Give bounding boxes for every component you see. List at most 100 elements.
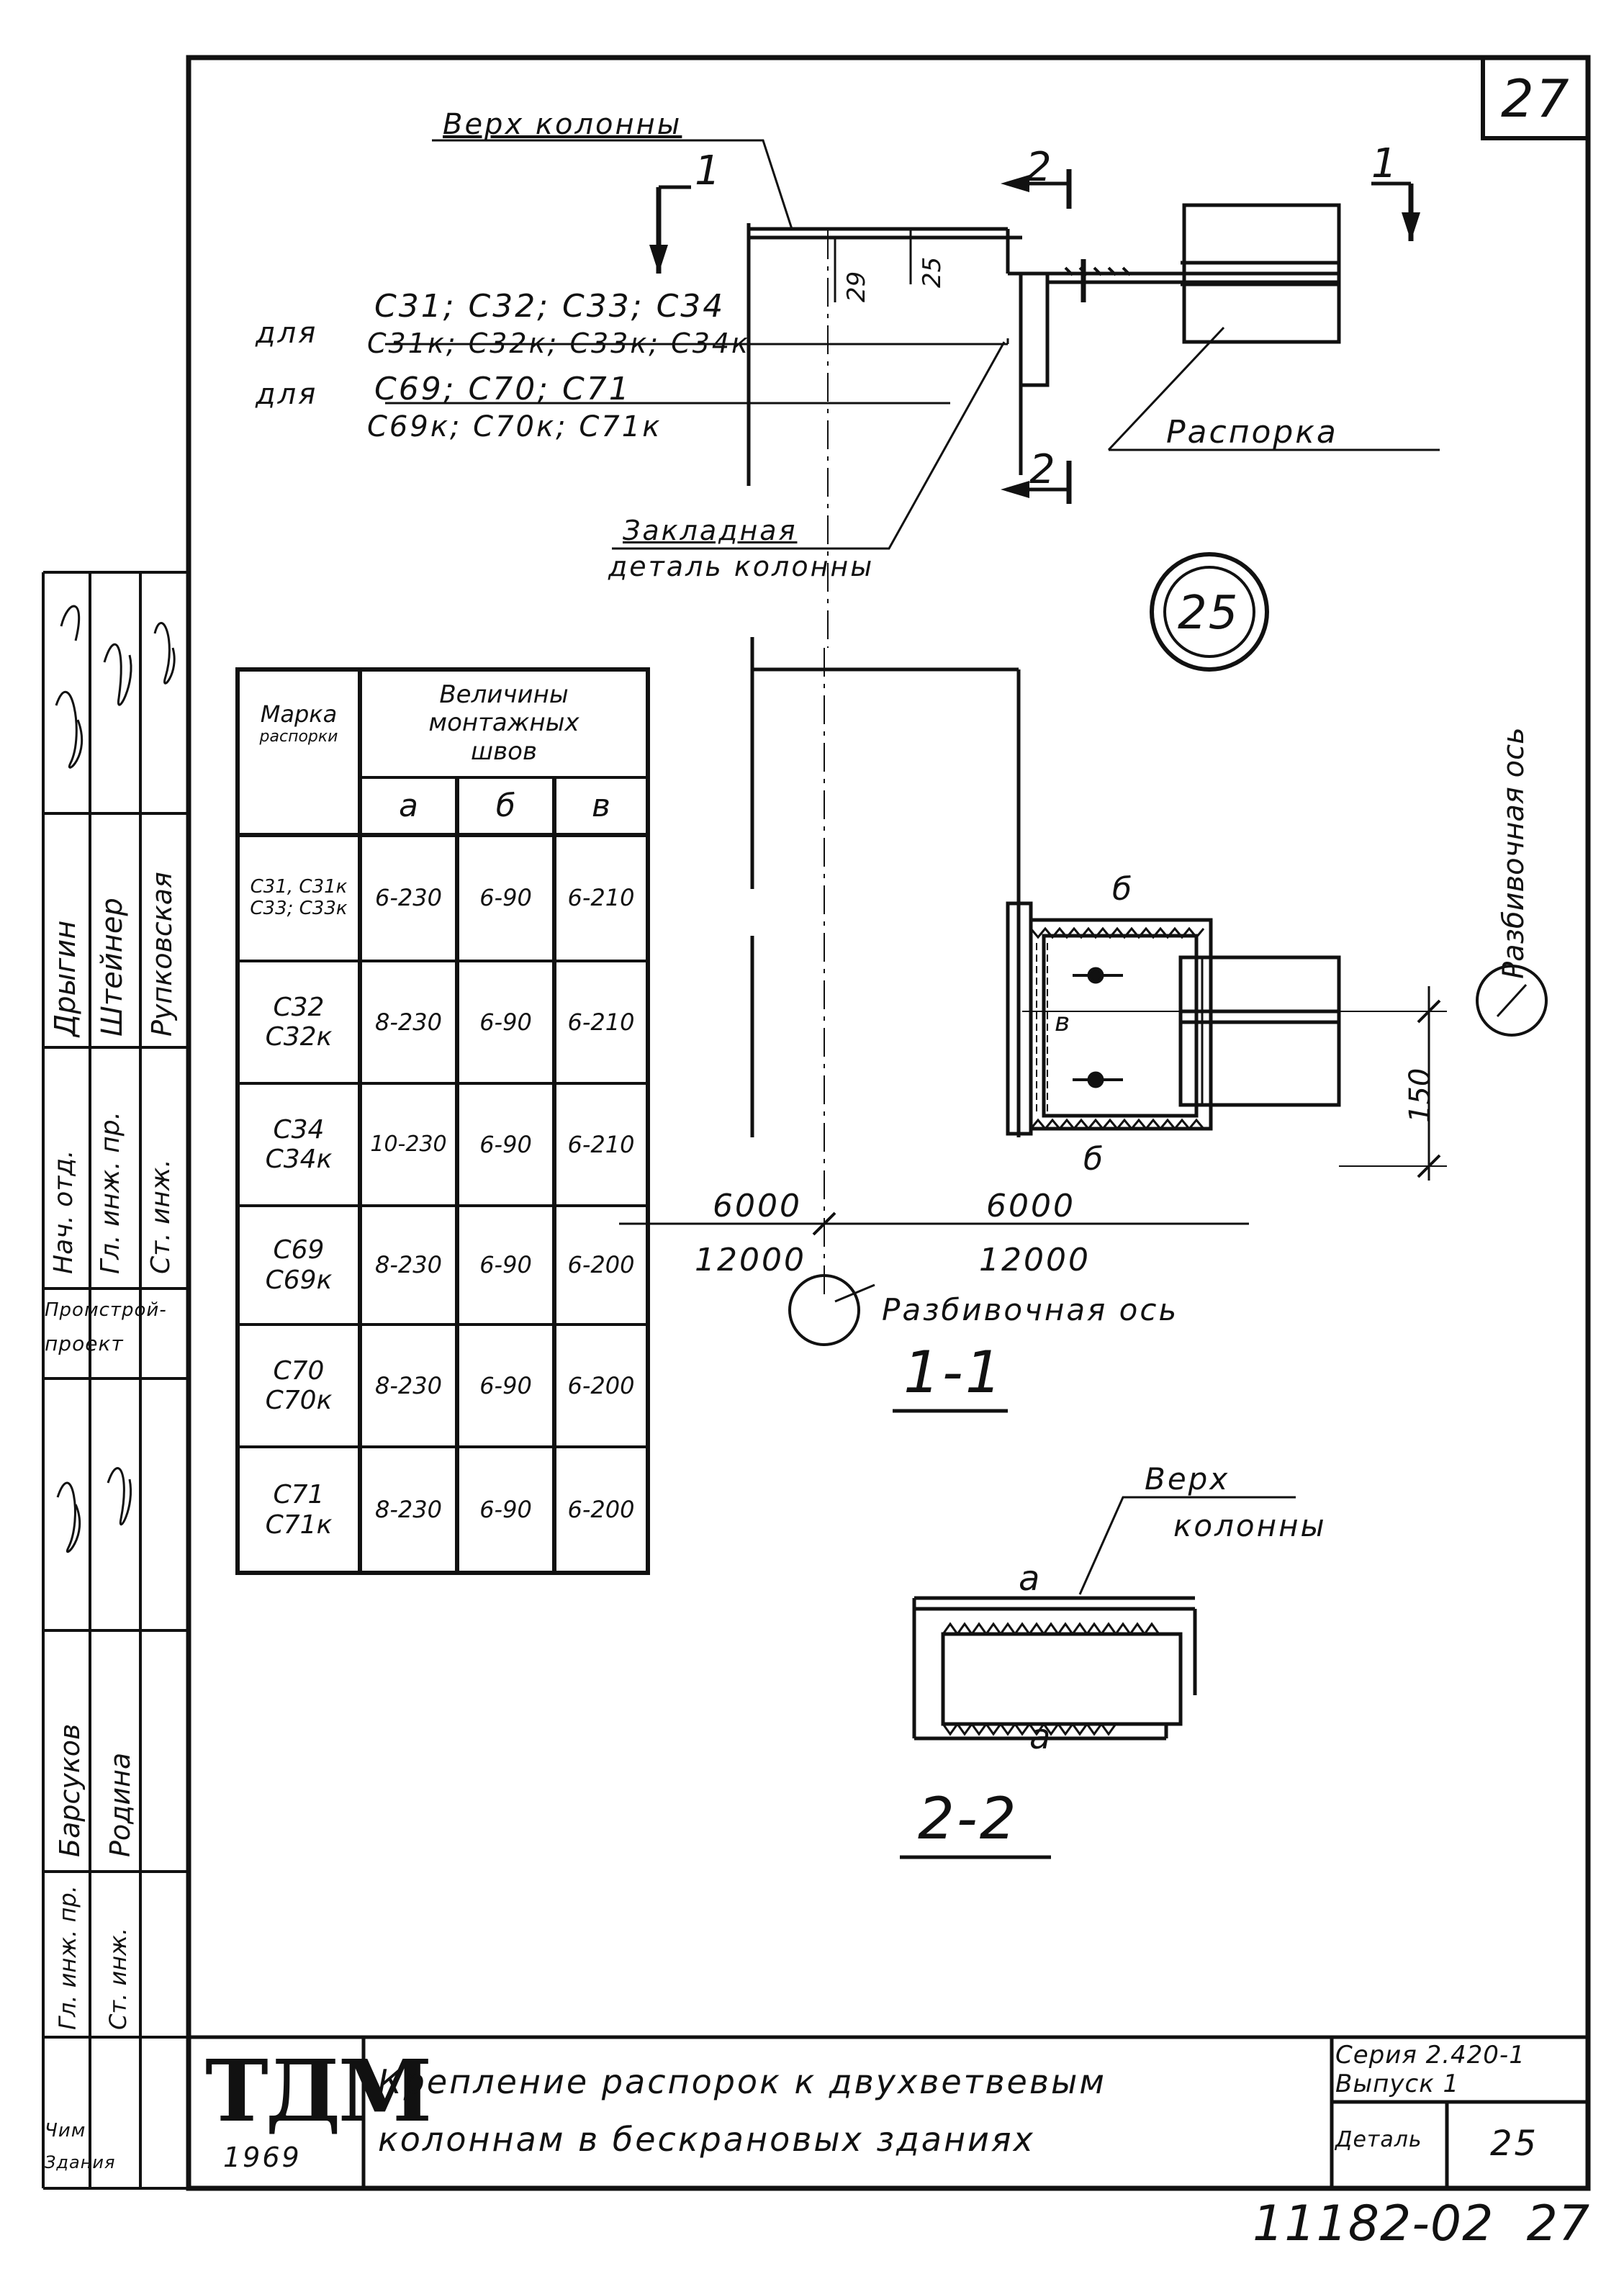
dim-29: 29 [842,271,871,302]
left-stamp-strip [42,571,189,2190]
label-column-top: Верх колонны [443,108,682,141]
table-cell-a: 6-230 [375,884,442,912]
signature-scribbles [55,605,176,1553]
label-for-2: для [256,378,318,411]
table-row-mark: С31, С31к С33; С33к [239,836,358,960]
dim-12000-left: 12000 [695,1242,806,1278]
series-line-1: Серия 2.420-1 [1335,2041,1525,2070]
header-values-line3: швов [471,736,537,766]
table-cell-b: 6-90 [479,1008,532,1036]
label-column-top-2a: Верх [1145,1461,1230,1497]
strip-role-2: Гл. инж. пр. [96,1111,125,1274]
weld-a-top: а [1019,1558,1042,1599]
row-mark-line1: С32 [273,992,325,1022]
section-title-1-1: 1-1 [903,1339,1004,1406]
row-mark-line2: С71к [265,1509,333,1540]
detail-number-circle: 25 [1178,587,1240,640]
weld-b-bottom: б [1083,1141,1106,1178]
dim-25: 25 [918,256,947,288]
table-cell-b: 6-90 [479,884,532,912]
strip-org-line2: проект [45,1332,124,1355]
detail-number: 25 [1490,2124,1539,2164]
page-number-box [1481,58,1588,140]
table-cell-a: 8-230 [375,1008,442,1036]
title-line-2: колоннам в бескрановых зданиях [378,2120,1035,2159]
dim-150: 150 [1404,1068,1437,1123]
label-for-1-line1: С31; С32; С33; С34 [374,288,726,325]
strip-name-4: Барсуков [54,1723,86,1857]
table-cell-v: 6-210 [567,1130,635,1158]
row-mark-line2: С33; С33к [250,897,348,919]
table-cell-b: 6-90 [479,1130,532,1158]
detail-marker-inner [1163,566,1255,658]
dim-12000-right: 12000 [979,1242,1091,1278]
header-values-line2: монтажных [428,708,579,738]
label-embedded-2: деталь колонны [608,551,875,582]
strip-name-3: Рупковская [146,872,178,1037]
sheet-frame [186,55,1591,2191]
dim-6000-left: 6000 [713,1188,802,1224]
table-cell-v: 6-210 [567,884,635,912]
detail-marker-outer [1150,552,1269,672]
dim-6000-right: 6000 [986,1188,1075,1224]
table-cell-b: 6-90 [479,1251,532,1279]
table-row-mark: С32 С32к [239,962,358,1082]
tdm-logo: ТДМ [205,2041,432,2141]
row-mark-line2: С70к [265,1386,333,1415]
strip-bottom-role-1: Чим [45,2120,86,2142]
label-section-1-left: 1 [695,148,723,194]
strip-role-1: Нач. отд. [49,1150,78,1274]
label-section-2-top: 2 [1026,144,1054,191]
strip-bottom-role-2: Здания [45,2152,116,2172]
detail-label: Деталь [1335,2127,1422,2152]
title-year: 1969 [223,2142,302,2173]
section-title-2-2: 2-2 [918,1785,1019,1852]
section-2-2-drawing [900,1496,1296,1859]
table-cell-a: 8-230 [375,1251,442,1279]
table-header-mark: Марка распорки [239,671,358,776]
table-cell-a: 8-230 [375,1496,442,1524]
label-for-1-line2: С31к; С32к; С33к; С34к [367,328,751,359]
table-row-mark: С70 С70к [239,1326,358,1445]
weld-v: в [1055,1008,1073,1037]
label-section-1-right: 1 [1371,140,1399,187]
label-for-2-line2: С69к; С70к; С71к [367,410,662,443]
row-mark-line1: С69 [273,1235,325,1265]
table-subheader-v: в [592,787,610,824]
weld-b-top: б [1112,871,1134,908]
strip-name-2: Штейнер [96,898,129,1037]
row-mark-line2: С32к [265,1022,333,1052]
title-line-1: Крепление распорок к двухветвевым [378,2062,1106,2101]
row-mark-line1: С31, С31к [250,875,348,898]
row-mark-line1: С71 [273,1480,325,1510]
header-values-line1: Величины [439,680,569,710]
row-mark-line1: С70 [273,1355,325,1386]
table-cell-v: 6-210 [567,1008,635,1036]
bottom-sheet-number: 11182-02 27 [1253,2195,1591,2252]
table-cell-a: 10-230 [370,1131,447,1157]
page-number: 27 [1501,68,1571,129]
table-subheader-a: а [399,787,418,824]
table-cell-v: 6-200 [567,1496,635,1524]
series-line-2: Выпуск 1 [1335,2070,1460,2098]
table-header-values: Величины монтажных швов [361,671,646,776]
row-mark-line2: С69к [265,1265,333,1295]
table-row-mark: С71 С71к [239,1448,358,1571]
table-cell-b: 6-90 [479,1371,532,1399]
label-for-2-line1: С69; С70; С71 [374,371,631,407]
table-row-mark: С34 С34к [239,1085,358,1204]
weld-table-grid [235,667,650,1575]
label-layout-axis-vertical: Разбивочная ось [1497,727,1530,979]
row-mark-line1: С34 [273,1114,325,1145]
table-cell-a: 8-230 [375,1371,442,1399]
label-for-1: для [256,317,318,350]
title-block-frame [189,2035,1588,2188]
label-column-top-2b: колонны [1173,1508,1327,1543]
header-mark-line1: Марка [260,700,338,728]
table-cell-b: 6-90 [479,1496,532,1524]
table-cell-v: 6-200 [567,1251,635,1279]
label-embedded-1: Закладная [623,515,798,546]
weld-a-bottom: а [1029,1717,1053,1757]
table-cell-v: 6-200 [567,1371,635,1399]
strip-name-1: Дрыгин [49,920,82,1037]
